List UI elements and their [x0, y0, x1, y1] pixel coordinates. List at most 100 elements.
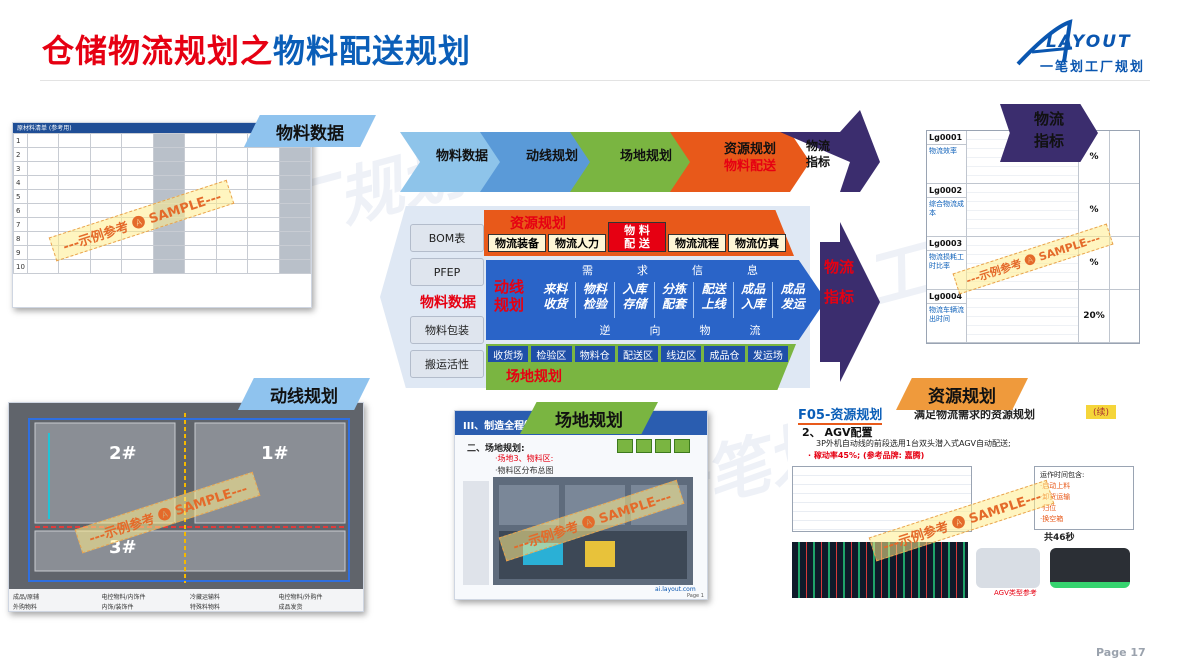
flow-step: 成品 入库 [734, 282, 774, 318]
table-cell [215, 147, 249, 162]
table-cell [58, 189, 91, 204]
flow-step: 来料 收货 [536, 282, 576, 318]
flow-header-char: 求 [637, 264, 648, 277]
site-item: 发运场 [747, 346, 788, 362]
flow-header-char: 息 [747, 264, 758, 277]
table-cell [184, 147, 217, 162]
table-row: 10 [13, 259, 311, 274]
table-cell [215, 231, 249, 246]
flow-step: 配送 上线 [694, 282, 734, 318]
agv-label: AGV类型参考 [994, 589, 1037, 597]
legend-item: 成品/原辅 [13, 594, 40, 601]
logo-swoosh-icon [1016, 19, 1073, 66]
info-title: 运作时间包含: [1040, 471, 1085, 479]
table-cell [26, 161, 60, 176]
resource-card-item: 2、 AGV配置 [802, 426, 873, 439]
site-icon [617, 439, 633, 453]
site-item: 检验区 [531, 346, 572, 362]
resource-planning-card: F05-资源规划 满足物流需求的资源规划 (续) 2、 AGV配置 3P外机自动… [788, 402, 1140, 598]
indicator-code: Lg0003 [927, 237, 966, 251]
indicator-arrow [820, 222, 880, 382]
site-item: 成品仓 [704, 346, 745, 362]
indicator-value: % [1089, 258, 1099, 268]
table-cell [58, 203, 91, 218]
table-cell [184, 231, 217, 246]
table-cell [121, 189, 154, 204]
table-cell [247, 161, 280, 176]
title-part1: 仓储物流规划之 [42, 32, 274, 70]
table-cell [121, 259, 154, 274]
top-step-resource: 资源规划 [723, 141, 776, 157]
indicator-value: % [1089, 152, 1099, 162]
site-item: 配送区 [617, 346, 659, 362]
site-label: 场地规划 [506, 369, 562, 385]
site-icon [636, 439, 652, 453]
indicator-code: Lg0004 [927, 290, 966, 304]
flow-reverse-char: 流 [749, 324, 761, 337]
tag-material-data: 物料数据 [244, 115, 376, 147]
table-cell [278, 175, 311, 190]
site-items: 收货场 检验区 物料仓 配送区 线边区 成品仓 发运场 [488, 346, 788, 362]
row-index: 4 [13, 175, 28, 190]
table-row: 9 [13, 245, 311, 260]
table-cell [26, 203, 60, 218]
flow-reverse: 逆 向 物 流 [580, 322, 780, 338]
tag-site-planning: 场地规划 [520, 402, 658, 434]
table-cell [26, 217, 60, 232]
row-index: 2 [13, 147, 28, 162]
route-legend: 成品/原辅 电控物料/内饰件 冷藏运输料 电控物料/外购件 外购物料 内饰/装饰… [13, 592, 363, 611]
table-cell [247, 231, 280, 246]
legend-item: 电控物料/外购件 [278, 594, 323, 601]
logistics-diagram: 物料数据 动线规划 场地规划 资源规划 物料配送 物流 指标 BOM表 PFEP… [380, 110, 880, 400]
table-cell [121, 147, 154, 162]
flow-step: 物料 检验 [576, 282, 616, 318]
table-cell [58, 259, 91, 274]
flow-header: 需 求 信 息 [560, 262, 780, 278]
table-cell [26, 189, 60, 204]
info-line: ·卸货运输 [1040, 493, 1071, 501]
table-cell [89, 161, 123, 176]
resource-card-line2: · 稼动率45%; (参考品牌: 嘉腾) [808, 451, 925, 460]
table-cell [184, 161, 217, 176]
top-step-material: 物料数据 [435, 148, 488, 164]
table-cell [215, 245, 249, 260]
table-cell [26, 259, 60, 274]
zone-2: 2# [109, 443, 137, 464]
site-planning-card: III、制造全程物流 二、场地规划: ·场地3、物料区: ·物料区分布总图 ai… [454, 410, 708, 600]
resource-item: 物流装备 [488, 234, 546, 252]
indicator-value: % [1089, 205, 1099, 215]
top-arrow-band [400, 110, 880, 192]
material-data-label: 物料数据 [420, 295, 476, 311]
left-box-handling: 搬运活性 [410, 350, 484, 378]
table-cell [278, 147, 311, 162]
table-cell [247, 217, 280, 232]
table-cell [58, 161, 91, 176]
info-total: 共46秒 [1044, 533, 1075, 543]
site-card-sub3: ·物料区分布总图 [495, 466, 554, 475]
table-row: 2 [13, 147, 311, 162]
row-index: 3 [13, 161, 28, 176]
table-cell [247, 203, 280, 218]
row-index: 7 [13, 217, 28, 232]
table-cell [215, 161, 249, 176]
table-cell [26, 147, 60, 162]
indicator-desc [967, 290, 1079, 342]
table-cell [121, 245, 154, 260]
site-item: 物料仓 [574, 346, 615, 362]
table-cell [278, 259, 311, 274]
table-cell [26, 133, 60, 148]
table-cell [184, 217, 217, 232]
table-cell [89, 175, 123, 190]
resource-item: 物流流程 [668, 234, 726, 252]
table-cell [184, 245, 217, 260]
table-cell [247, 147, 280, 162]
site-icon [655, 439, 671, 453]
flow-steps: 来料 收货 物料 检验 入库 存储 分拣 配套 配送 上线 成品 入库 成品 发… [536, 282, 812, 318]
table-cell [121, 133, 154, 148]
row-index: 9 [13, 245, 28, 260]
table-cell [152, 231, 186, 246]
site-card-sub1: 二、场地规划: [467, 444, 525, 454]
flow-band [486, 260, 826, 340]
table-cell [58, 147, 91, 162]
